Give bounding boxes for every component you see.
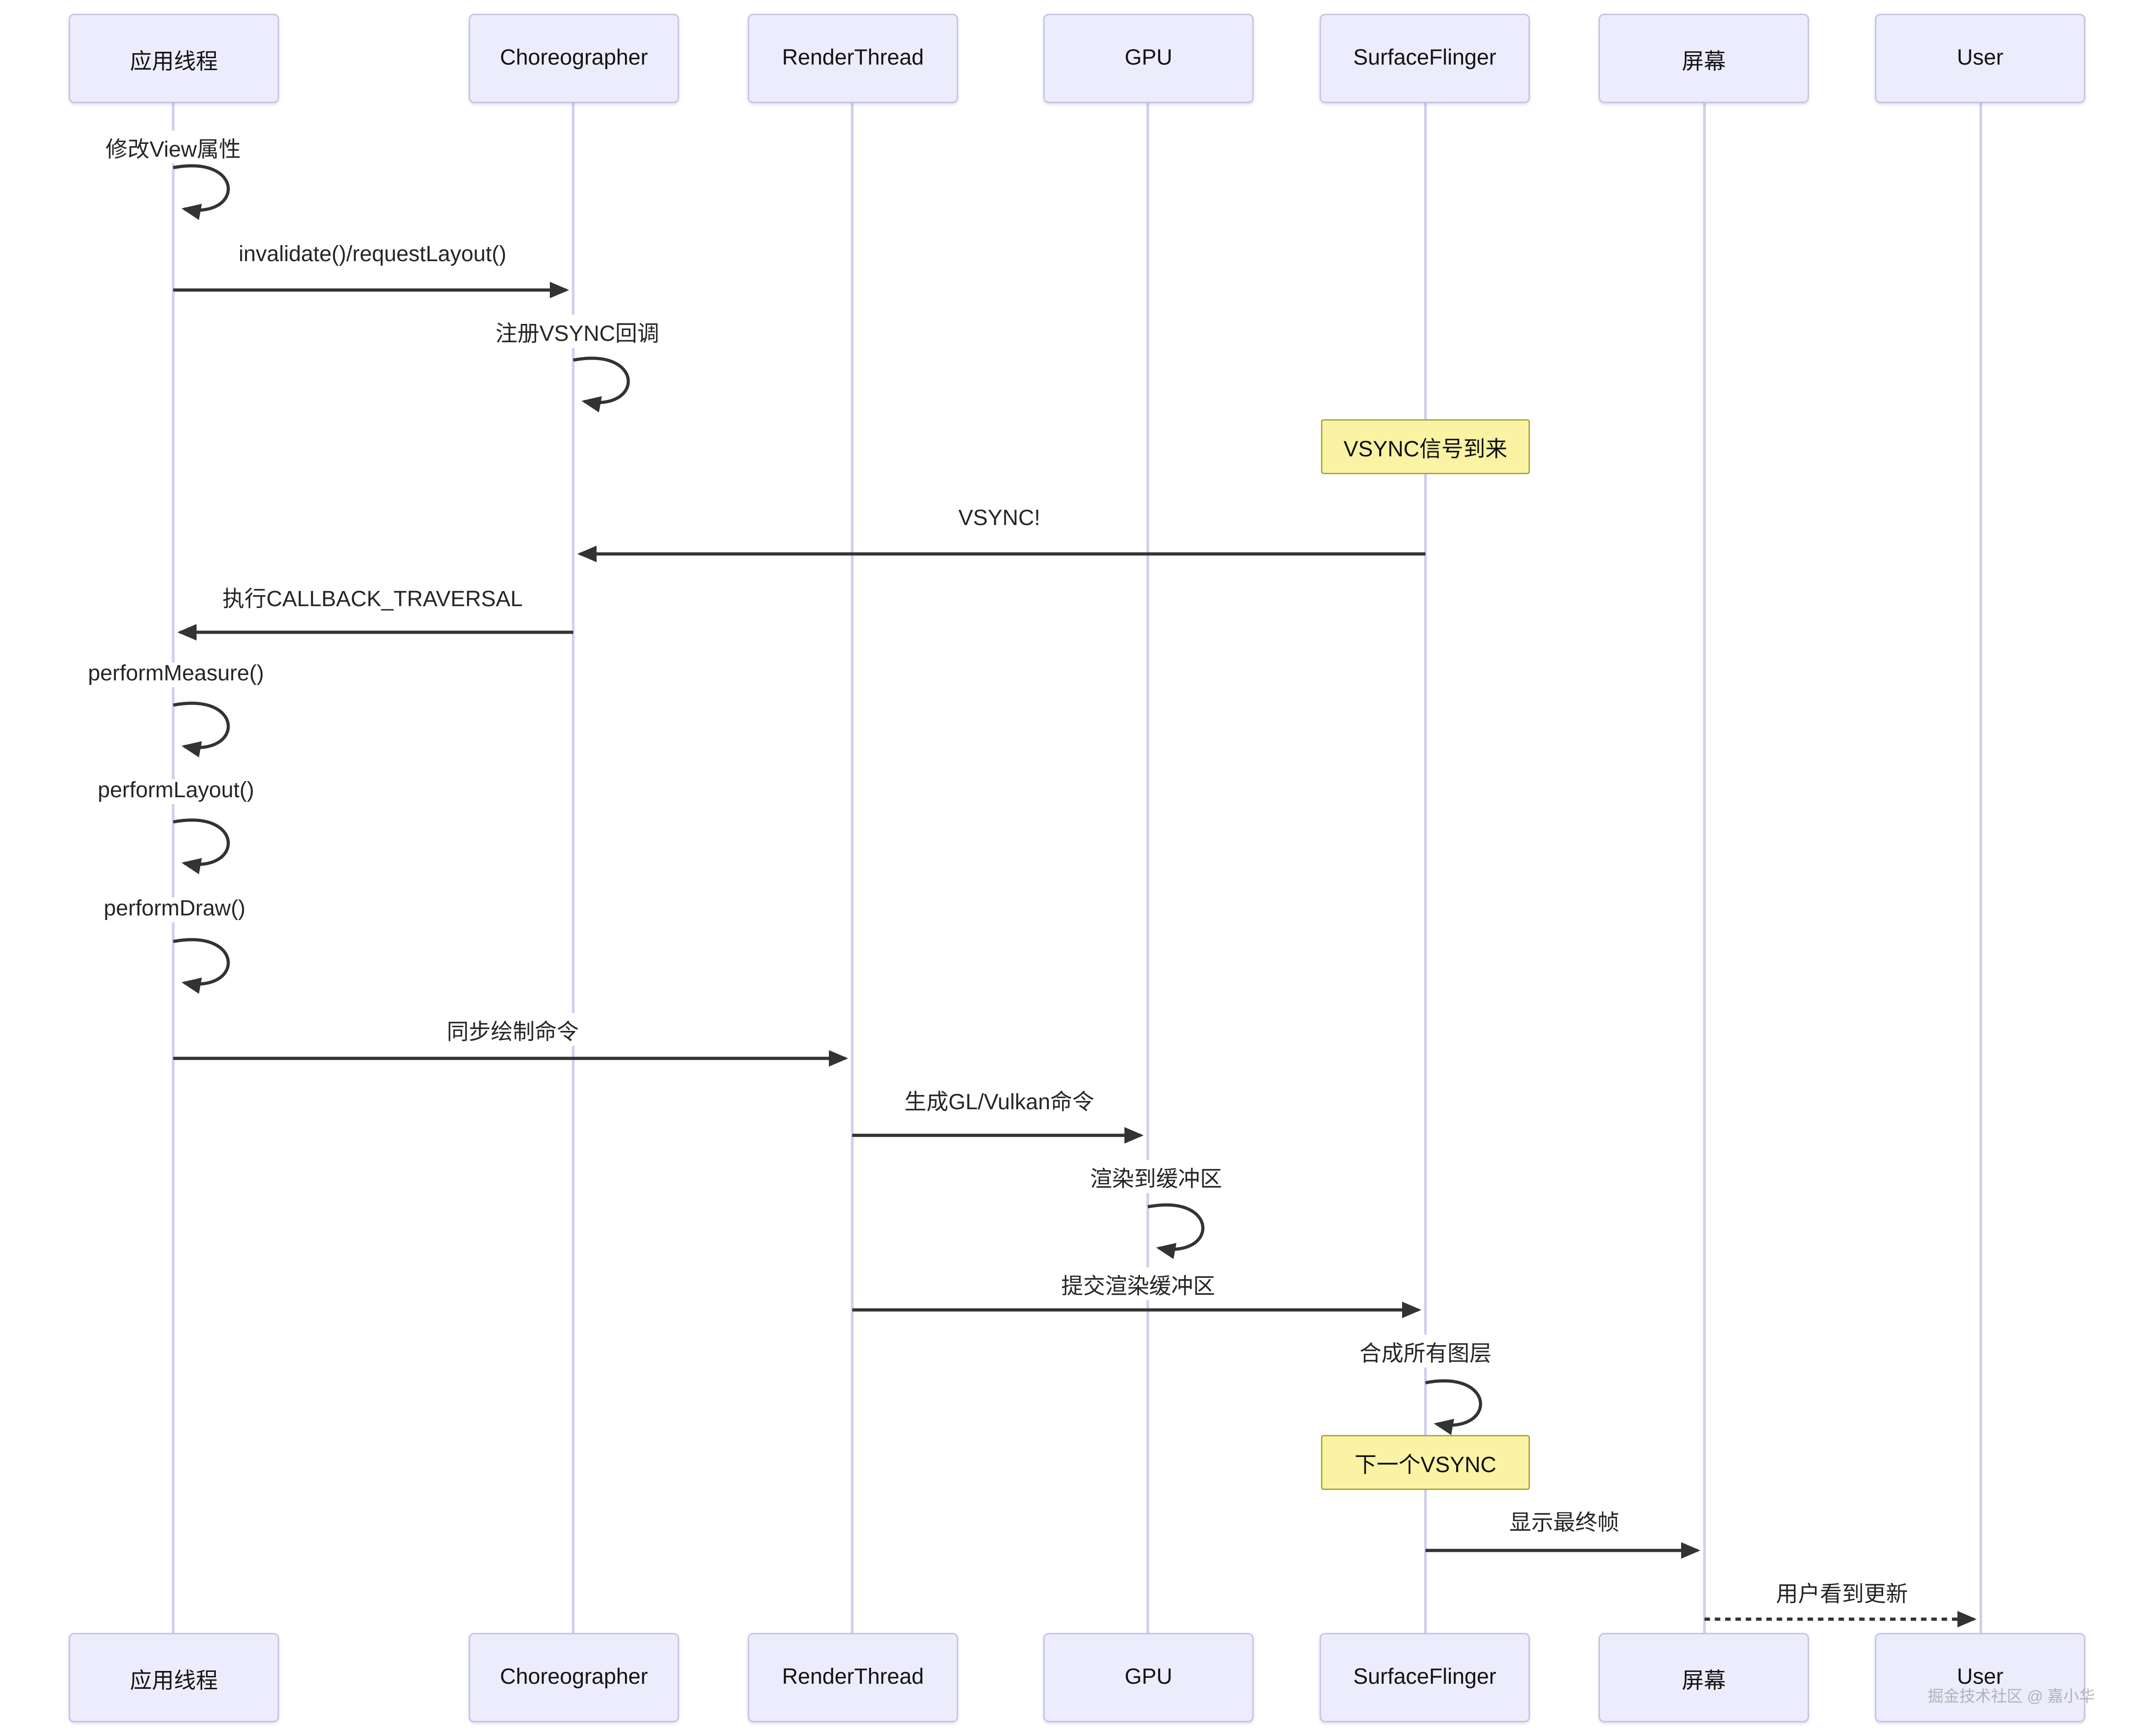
participant-bottom-gpu: GPU [1043,1633,1254,1722]
self-arrow-perform-measure [173,701,230,758]
message-label-user-sees-update: 用户看到更新 [1773,1575,1911,1608]
lifeline-choreographer [572,103,575,1633]
lifeline-gpu [1146,103,1149,1633]
self-arrow-register-vsync [573,356,630,413]
message-label-perform-draw: performDraw() [101,898,248,922]
participant-top-user: User [1875,14,2085,103]
self-arrow-perform-draw [173,938,230,994]
watermark: 掘金技术社区 @ 嘉小华 [1928,1689,2095,1706]
message-label-register-vsync: 注册VSYNC回调 [493,315,662,348]
self-arrow-modify-view [173,164,230,220]
participant-bottom-render-thread: RenderThread [748,1633,958,1722]
note-next-vsync: 下一个VSYNC [1321,1435,1530,1490]
message-label-render-to-buffer: 渲染到缓冲区 [1087,1160,1225,1193]
message-label-sync-draw-commands: 同步绘制命令 [444,1013,582,1046]
participant-top-screen: 屏幕 [1599,14,1809,103]
message-label-display-final-frame: 显示最终帧 [1506,1504,1622,1537]
lifeline-user [1979,103,1982,1633]
self-arrow-render-to-buffer [1147,1203,1205,1260]
lifeline-surfaceflinger [1424,103,1427,1633]
lifeline-app-thread [172,103,175,1633]
lifeline-screen [1703,103,1706,1633]
participant-top-gpu: GPU [1043,14,1254,103]
participant-top-render-thread: RenderThread [748,14,958,103]
participant-top-surfaceflinger: SurfaceFlinger [1320,14,1530,103]
message-label-invalidate: invalidate()/requestLayout() [236,243,510,268]
message-label-vsync: VSYNC! [955,507,1043,532]
participant-bottom-choreographer: Choreographer [469,1633,679,1722]
self-arrow-perform-layout [173,818,230,875]
message-label-modify-view: 修改View属性 [103,131,244,164]
participant-top-choreographer: Choreographer [469,14,679,103]
message-label-perform-measure: performMeasure() [85,663,267,687]
message-label-perform-layout: performLayout() [95,779,257,804]
participant-bottom-screen: 屏幕 [1599,1633,1809,1722]
participant-bottom-user: User [1875,1633,2085,1722]
message-label-generate-gl-vulkan: 生成GL/Vulkan命令 [901,1083,1097,1116]
participant-bottom-surfaceflinger: SurfaceFlinger [1320,1633,1530,1722]
message-label-compose-layers: 合成所有图层 [1356,1335,1495,1368]
note-vsync-signal-arrives: VSYNC信号到来 [1321,419,1530,474]
participant-top-app-thread: 应用线程 [69,14,279,103]
lifeline-render-thread [851,103,854,1633]
self-arrow-compose-layers [1425,1379,1482,1435]
participant-bottom-app-thread: 应用线程 [69,1633,279,1722]
message-label-callback-traversal: 执行CALLBACK_TRAVERSAL [219,580,526,613]
message-label-submit-render-buffer: 提交渲染缓冲区 [1058,1267,1218,1300]
